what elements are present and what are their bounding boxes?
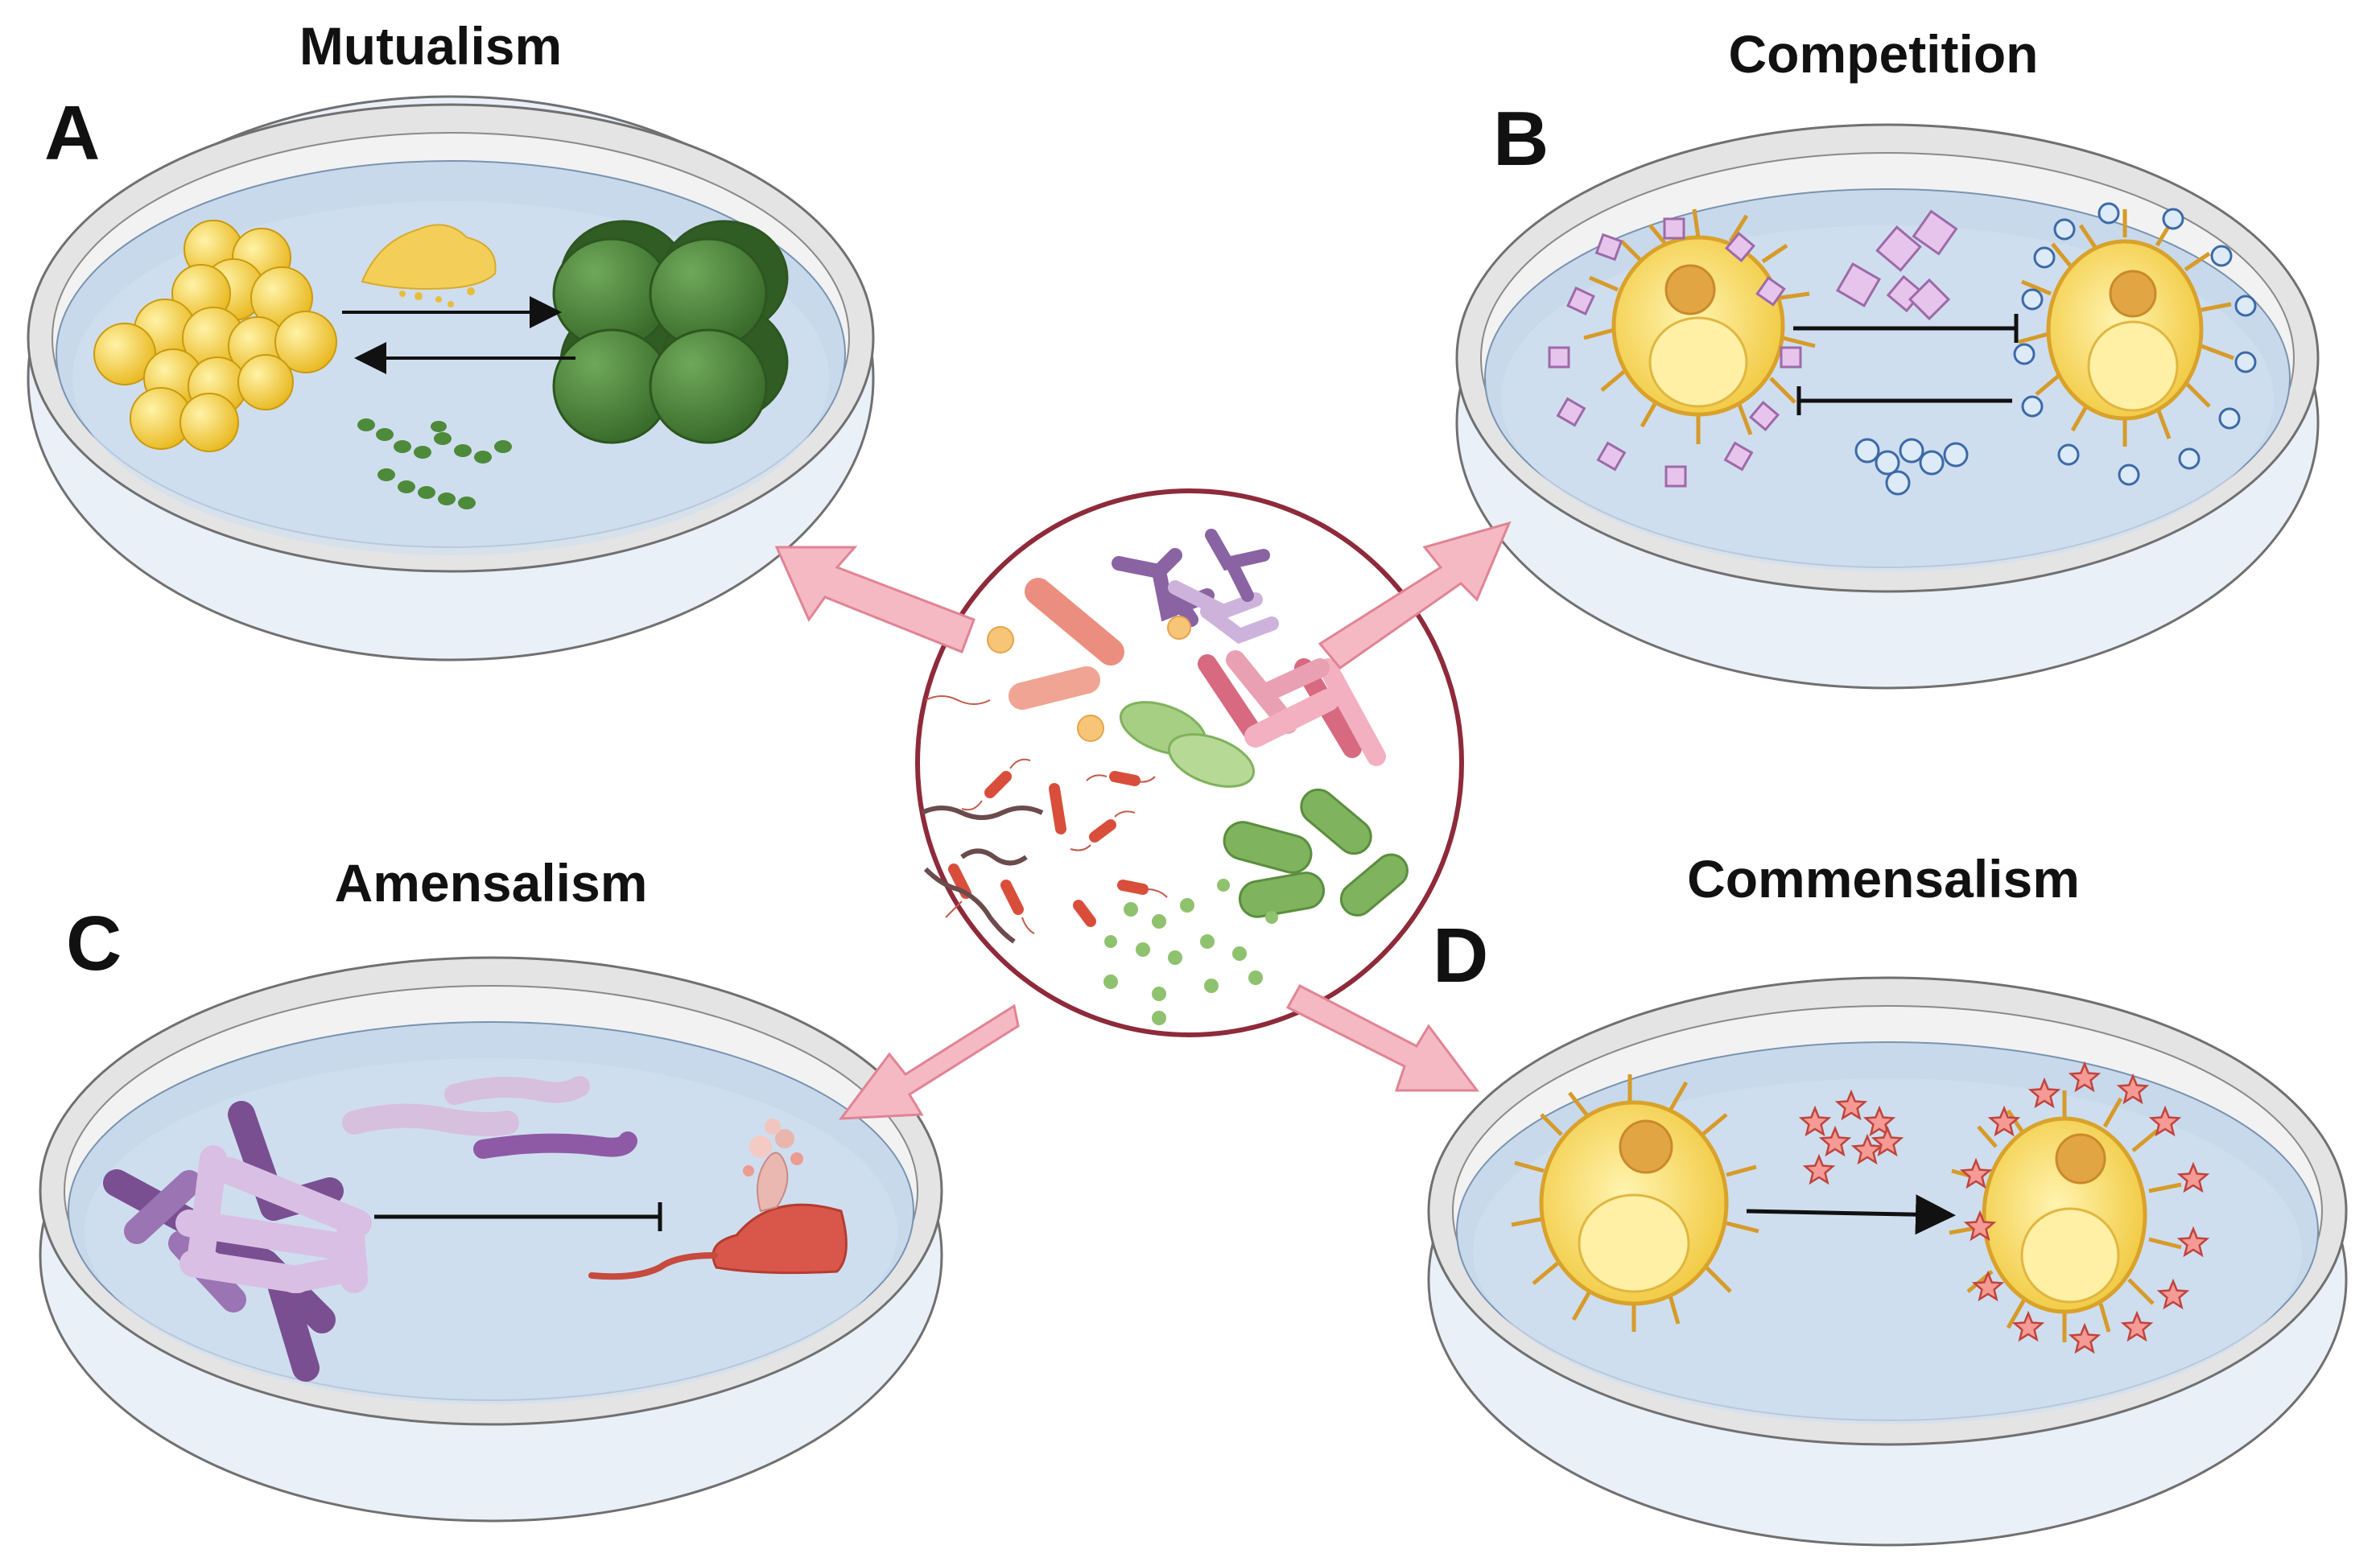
lysing-bacterium-icon — [588, 1119, 848, 1280]
arrow-to-competition — [1318, 521, 1512, 670]
panel-a-letter: A — [44, 90, 100, 176]
branched-filament-icon — [103, 1101, 372, 1382]
green-particle-chain-icon — [357, 418, 512, 509]
pink-square-molecules-icon — [1548, 209, 1958, 488]
competition-inhibition-lines — [1793, 314, 2019, 415]
panel-b-letter: B — [1493, 96, 1549, 182]
star-molecules-icon — [1798, 1061, 2210, 1354]
star-molecule — [2011, 1310, 2045, 1342]
star-molecule — [2156, 1278, 2190, 1310]
star-molecule — [1987, 1105, 2021, 1137]
star-molecule — [2027, 1077, 2061, 1109]
star-molecule — [1802, 1153, 1836, 1185]
commensalism-arrow — [1746, 1194, 1956, 1235]
petri-dish-c — [39, 956, 943, 1523]
green-cell-cluster-icon — [552, 220, 789, 444]
star-molecule — [1871, 1125, 1904, 1157]
microbial-community-icon — [915, 488, 1464, 1037]
yeast-cell-right-icon — [2018, 209, 2234, 447]
star-molecule — [2120, 1310, 2154, 1342]
yellow-powder-pile-icon — [361, 224, 497, 307]
blue-circle-molecules-icon — [1854, 202, 2257, 496]
star-molecule — [2148, 1105, 2182, 1137]
purple-rod-bacteria-icon — [342, 1076, 637, 1159]
yellow-cocci-cluster-icon — [93, 220, 337, 452]
mutualism-exchange-arrows — [342, 296, 575, 374]
yeast-cell-source-icon — [1511, 1074, 1759, 1332]
star-molecule — [1818, 1125, 1852, 1157]
amensalism-inhibition-line — [374, 1202, 662, 1231]
arrow-to-mutualism — [774, 546, 976, 653]
star-molecule — [1959, 1157, 1993, 1189]
star-molecule — [1834, 1089, 1868, 1121]
star-molecule — [1850, 1133, 1884, 1165]
star-molecule — [1971, 1270, 2005, 1302]
panel-d-letter: D — [1433, 913, 1488, 999]
star-molecule — [1862, 1105, 1896, 1137]
arrow-to-commensalism — [1285, 983, 1479, 1092]
star-molecule — [2176, 1161, 2210, 1193]
star-molecule — [1963, 1210, 1997, 1242]
star-molecule — [2116, 1073, 2150, 1105]
star-molecule — [2176, 1226, 2210, 1258]
panel-b-title: Competition — [1729, 24, 2039, 84]
star-molecule — [1798, 1105, 1832, 1137]
yeast-cell-target-icon — [1949, 1090, 2182, 1342]
panel-d-title: Commensalism — [1687, 849, 2080, 909]
star-molecule — [2068, 1061, 2102, 1093]
panel-c-title: Amensalism — [335, 853, 648, 913]
panel-a-title: Mutualism — [299, 16, 562, 76]
star-molecule — [2068, 1322, 2102, 1354]
petri-dish-b — [1455, 123, 2320, 690]
yeast-cell-left-icon — [1583, 208, 1816, 444]
arrow-to-amensalism — [838, 1003, 1020, 1120]
panel-c-letter: C — [66, 900, 122, 987]
